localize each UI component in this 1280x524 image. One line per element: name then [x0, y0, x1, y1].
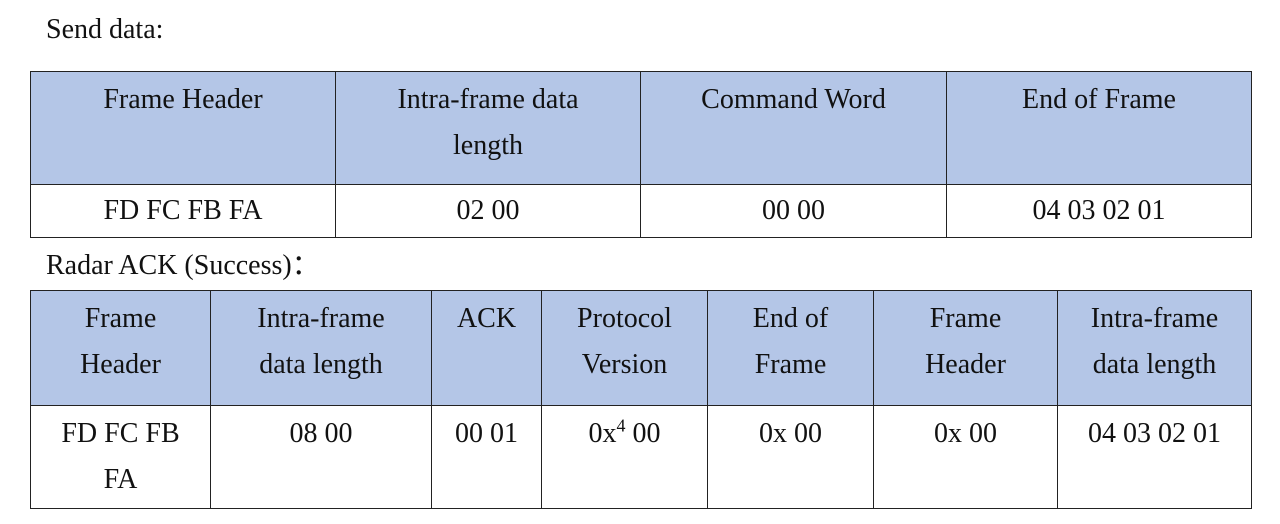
ack-header-protocol-version: Protocol Version [577, 303, 672, 380]
send-value-cell: 00 00 [640, 184, 947, 238]
ack-value-data-length-2: 04 03 02 01 [1088, 418, 1221, 449]
ack-header-cell: End of Frame [707, 290, 874, 406]
ack-value-frame-header: FD FC FB FA [61, 418, 180, 495]
ack-value-cell: 0x4 00 [541, 405, 708, 509]
ack-header-cell: Intra-frame data length [210, 290, 432, 406]
ack-value-protocol-version: 0x [588, 418, 617, 449]
send-header-row: Frame Header Intra-frame data length Com… [30, 71, 1252, 185]
ack-value-cell: 0x 00 [873, 405, 1058, 509]
ack-value-cell: FD FC FB FA [30, 405, 211, 509]
ack-value-cell: 00 01 [431, 405, 542, 509]
ack-header-row: Frame Header Intra-frame data length ACK… [30, 290, 1252, 406]
send-header-frame-header: Frame Header [103, 84, 263, 115]
send-header-end-of-frame: End of Frame [1022, 84, 1176, 115]
ack-value-ack: 00 01 [455, 418, 518, 449]
send-header-cell: Command Word [640, 71, 947, 185]
ack-header-cell: Intra-frame data length [1057, 290, 1252, 406]
send-value-cell: 02 00 [335, 184, 641, 238]
send-value-cell: 04 03 02 01 [946, 184, 1252, 238]
send-header-command-word: Command Word [701, 84, 886, 115]
ack-value-cell: 04 03 02 01 [1057, 405, 1252, 509]
radar-ack-table: Frame Header Intra-frame data length ACK… [30, 290, 1252, 509]
ack-value-row: FD FC FB FA 08 00 00 01 0x4 00 0x 00 0x … [30, 405, 1252, 509]
send-value-frame-header: FD FC FB FA [103, 195, 263, 226]
send-value-cell: FD FC FB FA [30, 184, 336, 238]
send-value-end-of-frame: 04 03 02 01 [1032, 195, 1166, 226]
ack-header-ack: ACK [456, 303, 517, 334]
ack-header-data-length-2: Intra-frame data length [1090, 303, 1219, 380]
ack-header-cell: Frame Header [873, 290, 1058, 406]
ack-value-protocol-superscript: 4 [616, 415, 626, 436]
ack-header-cell: Protocol Version [541, 290, 708, 406]
ack-header-cell: ACK [431, 290, 542, 406]
send-header-data-length: Intra-frame data length [397, 84, 579, 161]
send-header-cell: End of Frame [946, 71, 1252, 185]
ack-header-data-length: Intra-frame data length [257, 303, 385, 380]
send-value-data-length: 02 00 [456, 195, 520, 226]
radar-ack-caption: Radar ACK (Success)： [46, 250, 320, 281]
ack-header-end-of-frame: End of Frame [752, 303, 829, 380]
ack-value-data-length: 08 00 [289, 418, 353, 449]
ack-value-end-of-frame: 0x 00 [759, 418, 822, 449]
ack-header-frame-header: Frame Header [80, 303, 161, 380]
ack-value-frame-header-2: 0x 00 [934, 418, 997, 449]
ack-header-cell: Frame Header [30, 290, 211, 406]
send-header-cell: Frame Header [30, 71, 336, 185]
ack-value-cell: 0x 00 [707, 405, 874, 509]
send-data-table: Frame Header Intra-frame data length Com… [30, 71, 1252, 238]
ack-value-cell: 08 00 [210, 405, 432, 509]
ack-header-frame-header-2: Frame Header [925, 303, 1006, 380]
send-value-command-word: 00 00 [762, 195, 825, 226]
send-data-caption: Send data: [46, 14, 164, 45]
send-header-cell: Intra-frame data length [335, 71, 641, 185]
ack-value-protocol-tail: 00 [625, 418, 661, 449]
send-value-row: FD FC FB FA 02 00 00 00 04 03 02 01 [30, 184, 1252, 238]
